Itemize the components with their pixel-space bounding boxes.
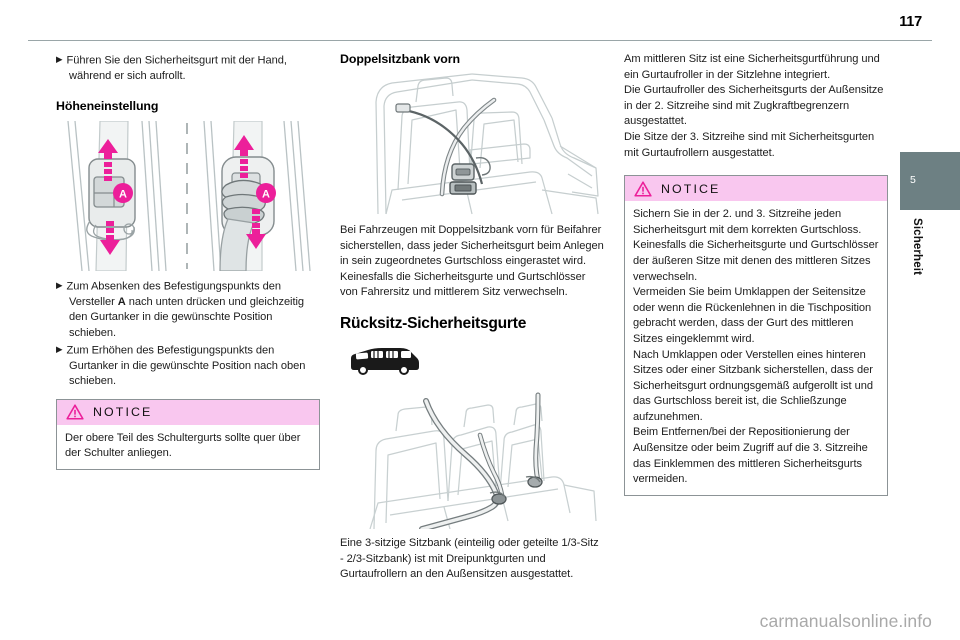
column-right: Am mittleren Sitz ist eine Sicherheitsgu… (624, 52, 888, 496)
rear-seat-belts-illustration (368, 380, 600, 529)
chapter-number: 5 (910, 174, 916, 186)
page-header: 117 (0, 0, 960, 42)
instruction-bullet-lower: ▶Zum Absenken des Befestigungspunkts den… (56, 279, 305, 339)
notice-text-4: Nach Umklappen oder Verstellen eines hin… (633, 348, 873, 423)
paragraph-double-bench-front: Bei Fahrzeugen mit Doppelsitzbank vorn f… (340, 224, 604, 299)
notice-text-1: Sichern Sie in der 2. und 3. Sitzreihe j… (633, 208, 862, 236)
paragraph-middle-seat-belt-guide: Am mittleren Sitz ist eine Sicherheitsgu… (624, 53, 880, 81)
notice-body: Sichern Sie in der 2. und 3. Sitzreihe j… (625, 201, 887, 495)
callout-a-left (113, 182, 133, 203)
page-number: 117 (899, 14, 922, 30)
callout-a-right (256, 182, 276, 203)
arrow-bullet-icon: ▶ (56, 54, 63, 64)
front-double-bench-seat-illustration (346, 72, 610, 218)
site-watermark: carmanualsonline.info (759, 611, 932, 631)
height-adjustment-illustration: A (56, 120, 320, 271)
arrow-bullet-icon: ▶ (56, 343, 63, 354)
heading-double-bench-front: Doppelsitzbank vorn (340, 52, 460, 66)
notice-header: NOTICE (57, 399, 319, 425)
heading-rear-seat-belts: Rücksitz-Sicherheitsgurte (340, 314, 527, 332)
notice-box-left: NOTICE Der obere Teil des Schultergurts … (56, 398, 320, 471)
paragraph-retractor-force-limiters: Die Gurtaufroller des Sicherheitsgurts d… (624, 84, 884, 128)
paragraph-third-row-belts: Die Sitze der 3. Sitzreihe sind mit Sich… (624, 130, 875, 159)
van-silhouette-icon (351, 347, 419, 375)
chapter-label: Sicherheit (911, 218, 924, 276)
notice-title: NOTICE (93, 405, 153, 420)
paragraph-rear-bench: Eine 3-sitzige Sitzbank (einteilig oder … (340, 536, 599, 581)
notice-text-5: Beim Entfernen/bei der Repositionierung … (633, 426, 868, 486)
column-middle: Doppelsitzbank vorn (340, 52, 610, 583)
callout-reference-a: A (117, 295, 126, 308)
svg-text:A: A (119, 188, 127, 200)
header-divider (28, 40, 932, 41)
notice-title: NOTICE (661, 181, 721, 196)
notice-body: Der obere Teil des Schultergurts sollte … (57, 425, 319, 469)
svg-text:A: A (262, 188, 270, 200)
notice-header: NOTICE (625, 176, 887, 202)
heading-height-adjustment: Höheneinstellung (56, 98, 159, 113)
notice-text-2: Keinesfalls die Sicherheitsgurte und Gur… (633, 239, 879, 283)
arrow-bullet-icon: ▶ (56, 279, 63, 290)
notice-text-3: Vermeiden Sie beim Umklappen der Seitens… (633, 286, 872, 345)
page-columns: ▶Führen Sie den Sicherheitsgurt mit der … (0, 52, 960, 612)
notice-box-right: NOTICE Sichern Sie in der 2. und 3. Sitz… (624, 175, 888, 496)
instruction-bullet-raise: ▶Zum Erhöhen des Befestigungspunkts den … (56, 343, 306, 388)
warning-triangle-icon (634, 181, 652, 197)
instruction-bullet-retract: ▶Führen Sie den Sicherheitsgurt mit der … (56, 54, 287, 83)
notice-text: Der obere Teil des Schultergurts sollte … (65, 431, 301, 460)
warning-triangle-icon (66, 404, 84, 420)
chapter-tab: 5 (900, 152, 960, 210)
column-left: ▶Führen Sie den Sicherheitsgurt mit der … (56, 52, 320, 471)
